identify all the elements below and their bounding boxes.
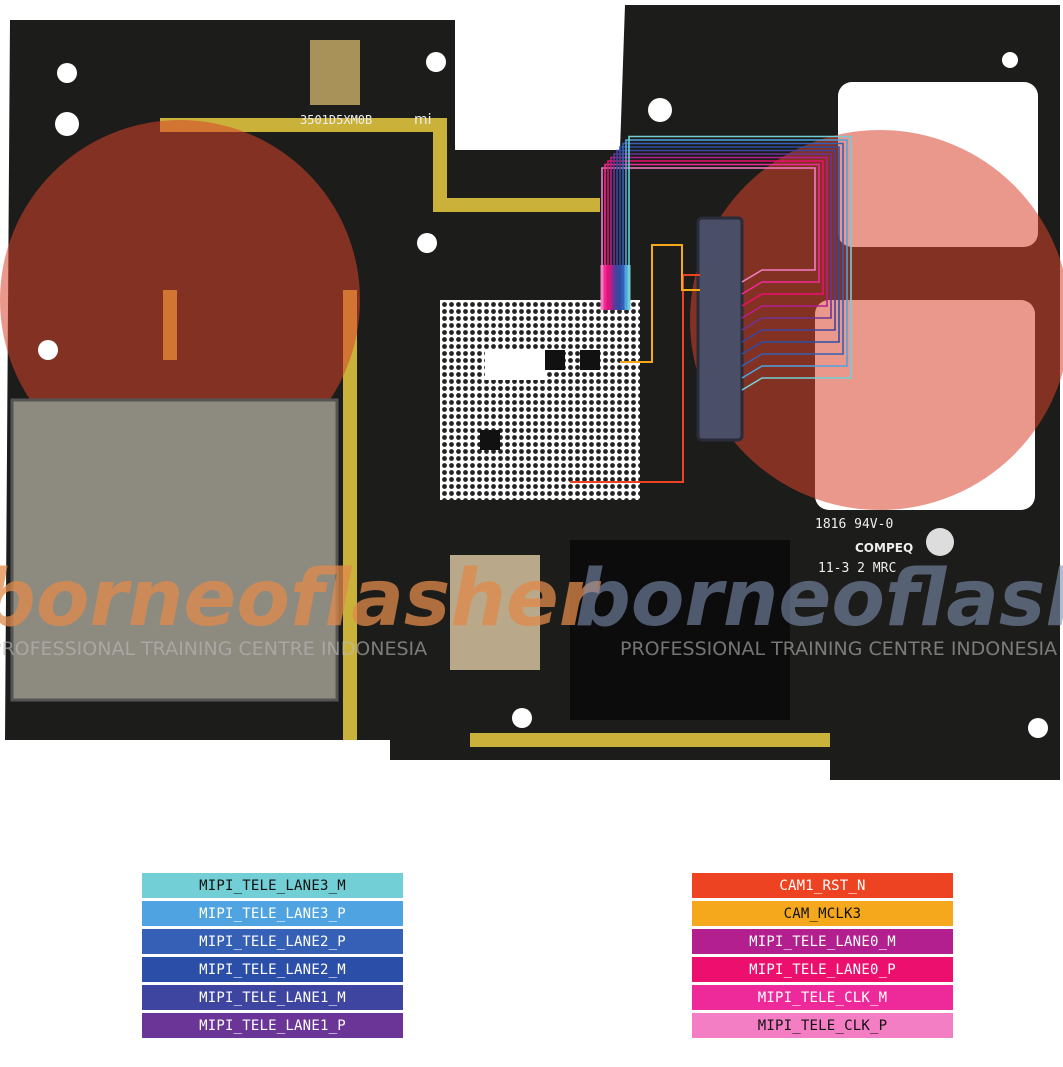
legend-left: MIPI_TELE_LANE3_M MIPI_TELE_LANE3_P MIPI_T… <box>142 873 403 1041</box>
trace-mipi-tele-clk-m <box>604 163 820 310</box>
trace-cam-mclk3 <box>620 244 700 363</box>
trace-pad <box>603 265 607 310</box>
legend-item: CAM1_RST_N <box>692 873 953 898</box>
watermark-tagline: PROFESSIONAL TRAINING CENTRE INDONESIA <box>620 638 1057 660</box>
trace-mipi-tele-lane1-p <box>613 153 832 331</box>
trace-pad <box>609 265 613 310</box>
watermark-tagline: PROFESSIONAL TRAINING CENTRE INDONESIA <box>0 638 427 660</box>
chip-marking: 3501D5XM0B <box>300 113 372 127</box>
mi-logo: mi <box>414 112 432 128</box>
memory-chip <box>570 540 790 720</box>
trace-pad <box>618 265 622 310</box>
pcb-marking: 1816 94V-0 <box>815 517 893 532</box>
legend-item: MIPI_TELE_CLK_P <box>692 1013 953 1038</box>
legend-item: MIPI_TELE_CLK_M <box>692 985 953 1010</box>
trace-pad <box>612 265 616 310</box>
trace-mipi-tele-clk-p <box>601 167 816 310</box>
legend-item: MIPI_TELE_LANE1_P <box>142 1013 403 1038</box>
signal-traces <box>570 135 852 483</box>
trace-mipi-tele-lane2-m <box>619 146 840 355</box>
trace-pad <box>615 265 619 310</box>
shield-can <box>450 555 540 670</box>
trace-pad <box>600 265 604 310</box>
trace-mipi-tele-lane1-m <box>616 149 836 343</box>
legend-item: MIPI_TELE_LANE0_P <box>692 957 953 982</box>
legend-item: MIPI_TELE_LANE0_M <box>692 929 953 954</box>
trace-mipi-tele-lane3-p <box>625 139 848 379</box>
legend-item: MIPI_TELE_LANE2_P <box>142 929 403 954</box>
camera-connector <box>696 216 744 442</box>
legend-item: MIPI_TELE_LANE1_M <box>142 985 403 1010</box>
watermark-logo <box>0 120 1063 510</box>
trace-mipi-tele-lane0-m <box>610 156 828 319</box>
pcb-board-diagram: 3501D5XM0B mi 1816 94V-0 COMPEQ 11-3 2 M… <box>0 5 1063 780</box>
legend-item: CAM_MCLK3 <box>692 901 953 926</box>
trace-mipi-tele-lane3-m <box>628 135 852 391</box>
trace-mipi-tele-lane0-p <box>607 160 824 310</box>
legend-item: MIPI_TELE_LANE3_M <box>142 873 403 898</box>
trace-pad <box>621 265 625 310</box>
trace-mipi-tele-lane2-p <box>622 142 844 367</box>
sim-tray <box>10 398 339 702</box>
microphone <box>310 40 360 105</box>
legend-item: MIPI_TELE_LANE2_M <box>142 957 403 982</box>
trace-pad <box>624 265 628 310</box>
pcb-marking: 11-3 2 MRC <box>818 561 896 576</box>
gold-frame <box>160 118 830 747</box>
trace-cam1-rst-n <box>570 274 700 483</box>
watermark-brand: borneoflasher <box>0 554 602 644</box>
mounting-holes <box>38 52 1048 738</box>
legend-item: MIPI_TELE_LANE3_P <box>142 901 403 926</box>
trace-pad <box>606 265 610 310</box>
trace-pad <box>627 265 631 310</box>
pcb-marking: COMPEQ <box>855 541 913 555</box>
watermark-brand: borneoflasher <box>575 554 1063 644</box>
